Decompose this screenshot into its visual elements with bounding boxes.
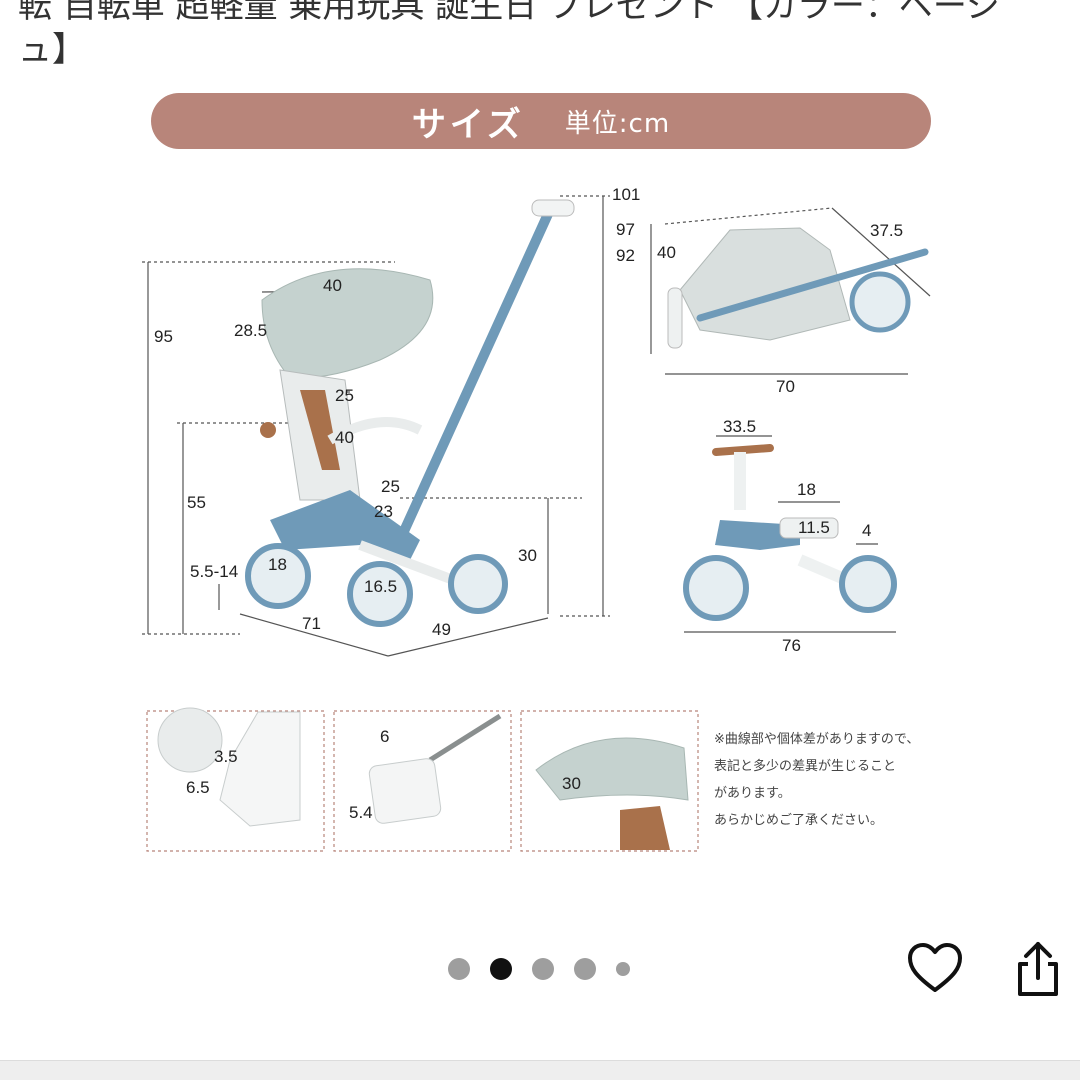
image-pager[interactable] xyxy=(448,958,630,980)
favorite-button[interactable] xyxy=(906,940,964,998)
dim-rear-height: 30 xyxy=(518,546,537,565)
size-banner-unit: 単位:cm xyxy=(564,108,671,139)
dim-bike-seat: 18 xyxy=(797,480,816,499)
dimension-lines xyxy=(142,195,610,657)
dim-handle-97: 97 xyxy=(616,220,635,239)
note-line: ※曲線部や個体差がありますので、 xyxy=(714,732,920,747)
dim-footrest-length: 6.5 xyxy=(186,778,210,797)
listing-title-line2: ュ】 xyxy=(18,30,86,70)
balance-bike-illustration xyxy=(683,435,897,633)
dim-seat-width: 25 xyxy=(381,477,400,496)
dim-footrest-width: 3.5 xyxy=(214,747,238,766)
pager-dot-4[interactable] xyxy=(574,958,596,980)
note-line: があります。 xyxy=(714,786,791,801)
pager-dot-3[interactable] xyxy=(532,958,554,980)
dim-bike-length: 76 xyxy=(782,636,801,655)
size-banner-title: サイズ xyxy=(411,104,525,145)
dim-backrest-height: 40 xyxy=(335,428,354,447)
dim-bike-handlebar: 33.5 xyxy=(723,417,756,436)
listing-title: 転 自転車 超軽量 乗用玩具 誕生日 プレゼント 【カラー：ベージ xyxy=(18,0,1068,36)
folded-illustration xyxy=(650,207,931,375)
pager-dot-1[interactable] xyxy=(448,958,470,980)
dim-pedal-width: 6 xyxy=(380,727,389,746)
dim-canopy-width: 40 xyxy=(323,276,342,295)
dim-pedal-height: 5.4 xyxy=(349,803,373,822)
dim-rear-wheel: 16.5 xyxy=(364,577,397,596)
dim-total-height: 95 xyxy=(154,327,173,346)
note-line: あらかじめご了承ください。 xyxy=(714,813,884,828)
dim-folded-length: 70 xyxy=(776,377,795,396)
share-icon xyxy=(1018,942,1058,996)
listing-title-line1: 転 自転車 超軽量 乗用玩具 誕生日 プレゼント 【カラー：ベージ xyxy=(18,0,1001,26)
dim-footrest-range: 5.5-14 xyxy=(190,562,238,581)
tricycle-illustration xyxy=(245,199,575,627)
pager-dot-2-active[interactable] xyxy=(490,958,512,980)
dim-front-wheel: 18 xyxy=(268,555,287,574)
dim-seat-depth: 23 xyxy=(374,502,393,521)
dim-canopy-width: 30 xyxy=(562,774,581,793)
bottom-divider xyxy=(0,1060,1080,1080)
canopy-detail xyxy=(535,737,689,850)
pager-dot-5[interactable] xyxy=(616,962,630,976)
dim-seat-height: 55 xyxy=(187,493,206,512)
dim-handle-101: 101 xyxy=(612,185,640,204)
dim-handle-92: 92 xyxy=(616,246,635,265)
dim-bike-gap: 4 xyxy=(862,521,871,540)
size-banner: サイズ 単位:cm xyxy=(151,93,931,149)
footrest-detail xyxy=(157,707,301,827)
dim-backrest-width: 25 xyxy=(335,386,354,405)
note-line: 表記と多少の差異が生じること xyxy=(714,759,897,774)
detail-panels xyxy=(146,710,699,852)
dim-bike-seat-depth: 11.5 xyxy=(798,518,830,537)
share-button[interactable] xyxy=(1012,940,1064,1000)
dim-width: 49 xyxy=(432,620,451,639)
heart-icon xyxy=(908,943,962,992)
product-image[interactable]: 95 40 28.5 25 40 25 23 55 5.5-14 18 16.5… xyxy=(0,80,1080,880)
pedal-detail xyxy=(368,713,502,824)
disclaimer-note: ※曲線部や個体差がありますので、 表記と多少の差異が生じること があります。 あ… xyxy=(714,726,974,834)
dim-folded-depth: 37.5 xyxy=(870,221,903,240)
dim-length: 71 xyxy=(302,614,321,633)
dim-folded-height: 40 xyxy=(657,243,676,262)
dim-canopy-depth: 28.5 xyxy=(234,321,267,340)
